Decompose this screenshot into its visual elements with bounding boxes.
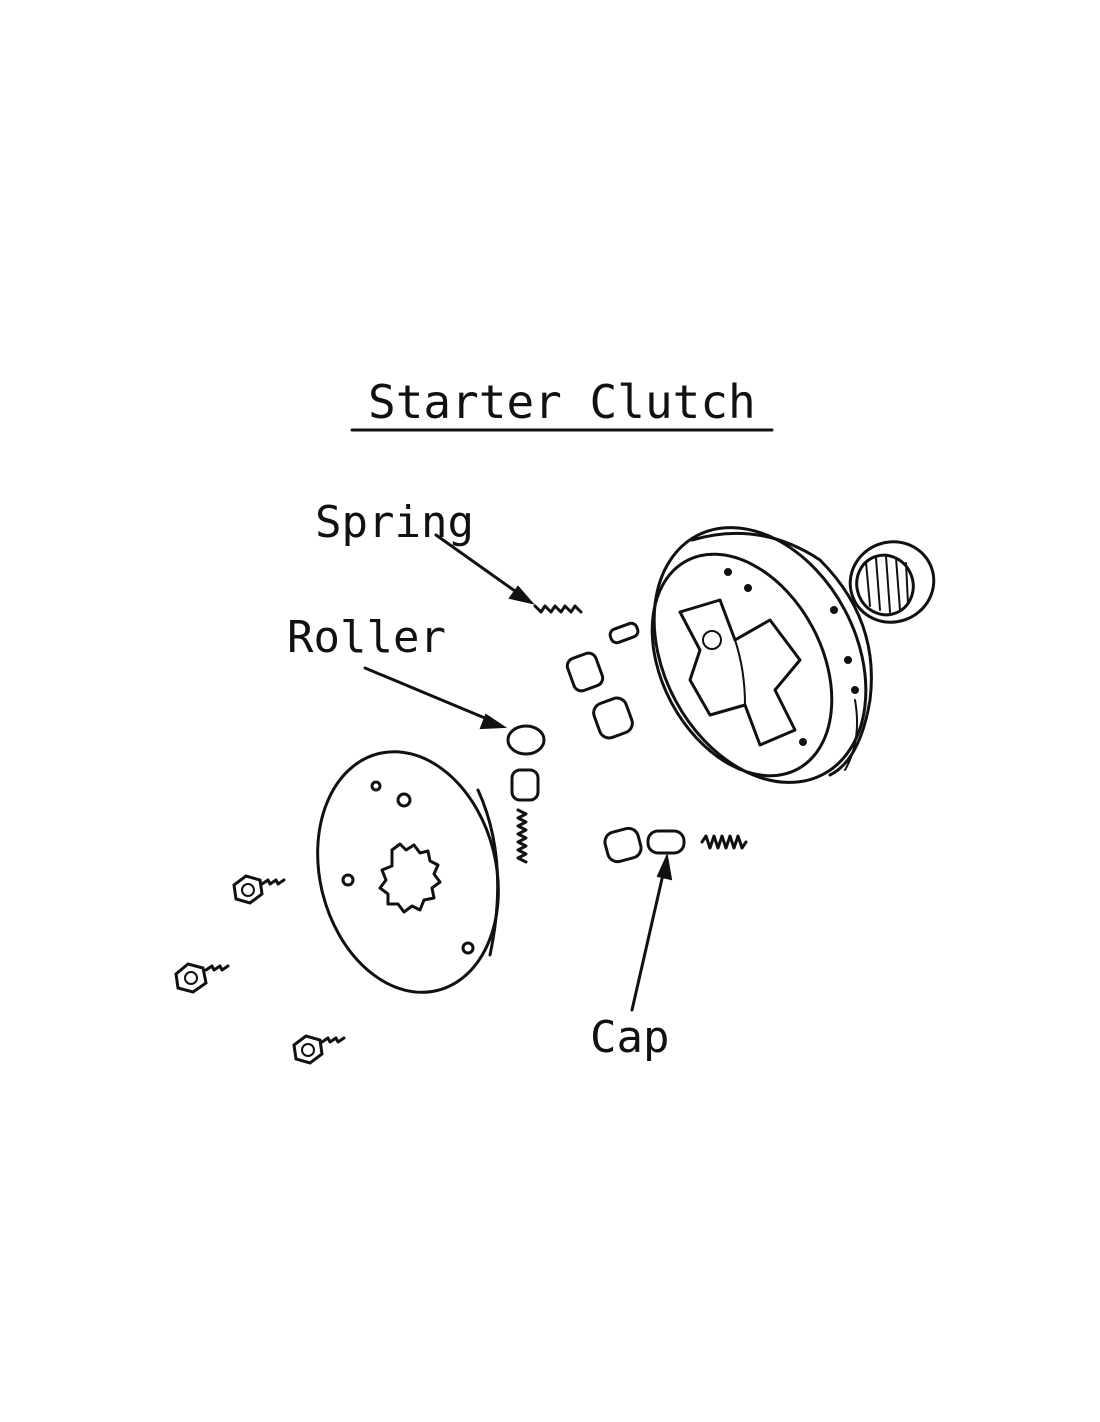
upper-roller [592,696,634,740]
drive-plate [316,750,500,994]
pin [608,621,640,645]
lower-roller [603,826,643,864]
clutch-housing [650,526,873,784]
roller-spring [516,808,528,864]
label-spring: Spring [315,497,474,548]
diagram-title: Starter Clutch [368,375,756,429]
lower-cap [646,829,686,855]
label-cap: Cap [590,1012,669,1063]
leader-spring [434,533,535,605]
bolt-1 [232,874,286,905]
upper-cap [565,651,605,693]
roller-part [506,724,546,756]
bolt-3 [292,1034,346,1065]
needle-bearing [848,540,936,624]
label-roller: Roller [287,612,446,663]
roller-cap [510,768,540,802]
title-group: Starter Clutch [350,375,774,432]
leader-roller [363,666,508,730]
lower-spring [700,834,748,850]
bolt-2 [174,962,230,994]
upper-spring [533,604,583,614]
leader-cap [630,852,673,1012]
